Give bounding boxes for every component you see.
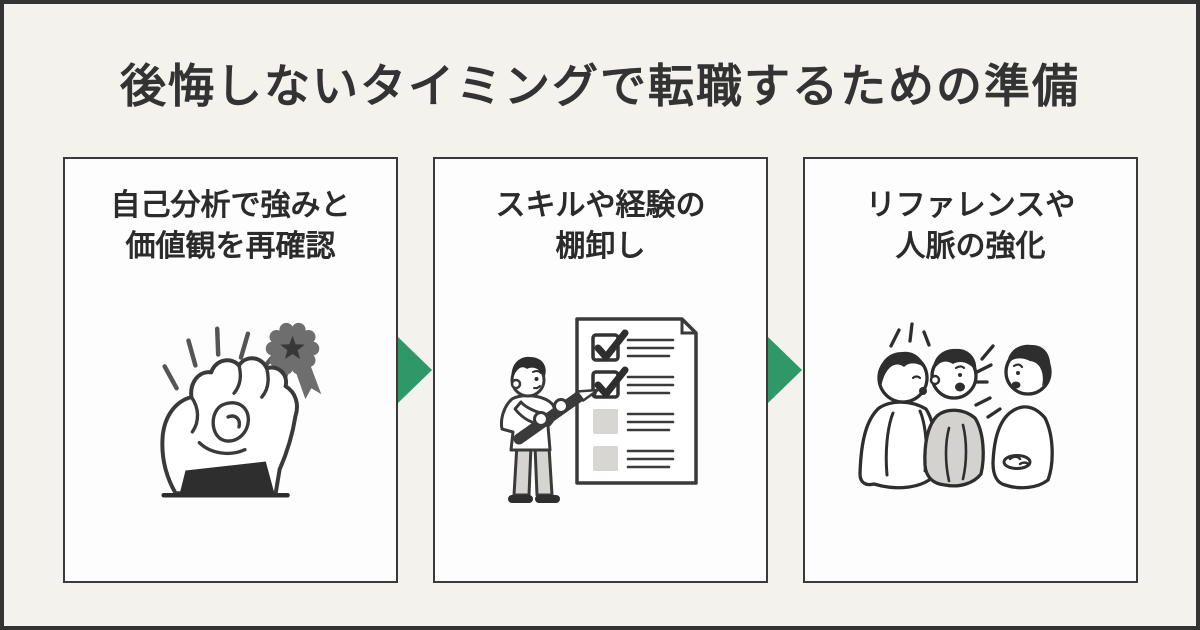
arrow-right-icon — [768, 337, 802, 403]
step-card-self-analysis: 自己分析で強みと 価値観を再確認 — [63, 157, 398, 583]
step-1-title: 自己分析で強みと 価値観を再確認 — [65, 185, 396, 267]
step-3-title: リファレンスや 人脈の強化 — [805, 185, 1136, 267]
step-1-title-line-2: 価値観を再確認 — [125, 230, 336, 263]
checklist-icon — [499, 317, 698, 503]
step-card-skill-inventory: スキルや経験の 棚卸し — [433, 157, 768, 583]
arrow-right-icon — [398, 337, 432, 403]
people-talking-icon — [857, 322, 1054, 490]
step-2-title: スキルや経験の 棚卸し — [435, 185, 766, 267]
fist-and-medal-icon — [159, 322, 321, 498]
step-1-title-line-1: 自己分析で強みと — [110, 189, 351, 222]
step-3-title-line-1: リファレンスや — [865, 189, 1076, 222]
step-3-title-line-2: 人脈の強化 — [895, 230, 1046, 263]
people-talking-illustration — [805, 267, 1136, 581]
fist-and-medal-illustration — [65, 267, 396, 581]
step-2-title-line-1: スキルや経験の — [495, 189, 706, 222]
step-card-references: リファレンスや 人脈の強化 — [803, 157, 1138, 583]
checklist-illustration — [435, 267, 766, 581]
step-2-title-line-2: 棚卸し — [555, 230, 646, 263]
page-title: 後悔しないタイミングで転職するための準備 — [120, 60, 1080, 112]
steps-row: 自己分析で強みと 価値観を再確認 — [63, 157, 1138, 583]
arrow-gap-2 — [768, 157, 803, 583]
arrow-gap-1 — [398, 157, 433, 583]
